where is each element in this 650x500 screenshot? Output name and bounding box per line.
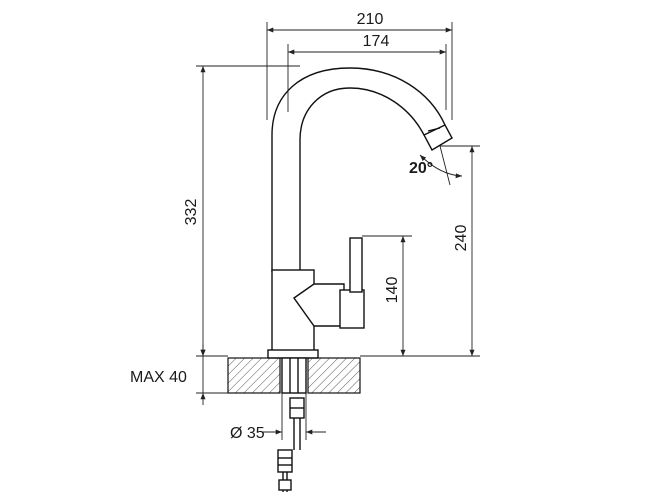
mounting-shank xyxy=(281,357,307,394)
dimension-angle: 20° xyxy=(409,145,463,186)
dimension-174: 174 xyxy=(287,33,447,112)
dimension-140: 140 xyxy=(362,235,412,356)
dimension-332-label: 332 xyxy=(183,199,200,226)
hose-bottom-fitting xyxy=(277,449,293,473)
countertop xyxy=(227,357,361,394)
supply-hose xyxy=(277,397,305,492)
dimension-diameter-label: Ø 35 xyxy=(230,425,265,442)
dimension-240: 240 xyxy=(360,145,480,357)
dimension-240-label: 240 xyxy=(453,225,470,252)
dimension-210: 210 xyxy=(266,11,453,120)
countertop-right xyxy=(307,357,361,394)
dimension-140-label: 140 xyxy=(384,277,401,304)
dimension-diameter: Ø 35 xyxy=(230,393,326,442)
countertop-left xyxy=(227,357,281,394)
lever-handle-body xyxy=(339,289,365,329)
lever-stick xyxy=(349,237,363,293)
dimension-max40: MAX 40 xyxy=(130,344,228,405)
dimension-max40-label: MAX 40 xyxy=(130,369,187,386)
faucet-base-collar xyxy=(267,349,319,359)
faucet-body xyxy=(267,67,453,359)
dimension-174-label: 174 xyxy=(363,33,390,50)
hose-end-fitting xyxy=(278,479,292,491)
dimension-332: 332 xyxy=(183,65,300,357)
spout-outer-line xyxy=(271,67,446,272)
dimension-210-label: 210 xyxy=(357,11,384,28)
dimension-angle-label: 20° xyxy=(409,160,433,177)
spout-inner-line xyxy=(299,87,425,272)
